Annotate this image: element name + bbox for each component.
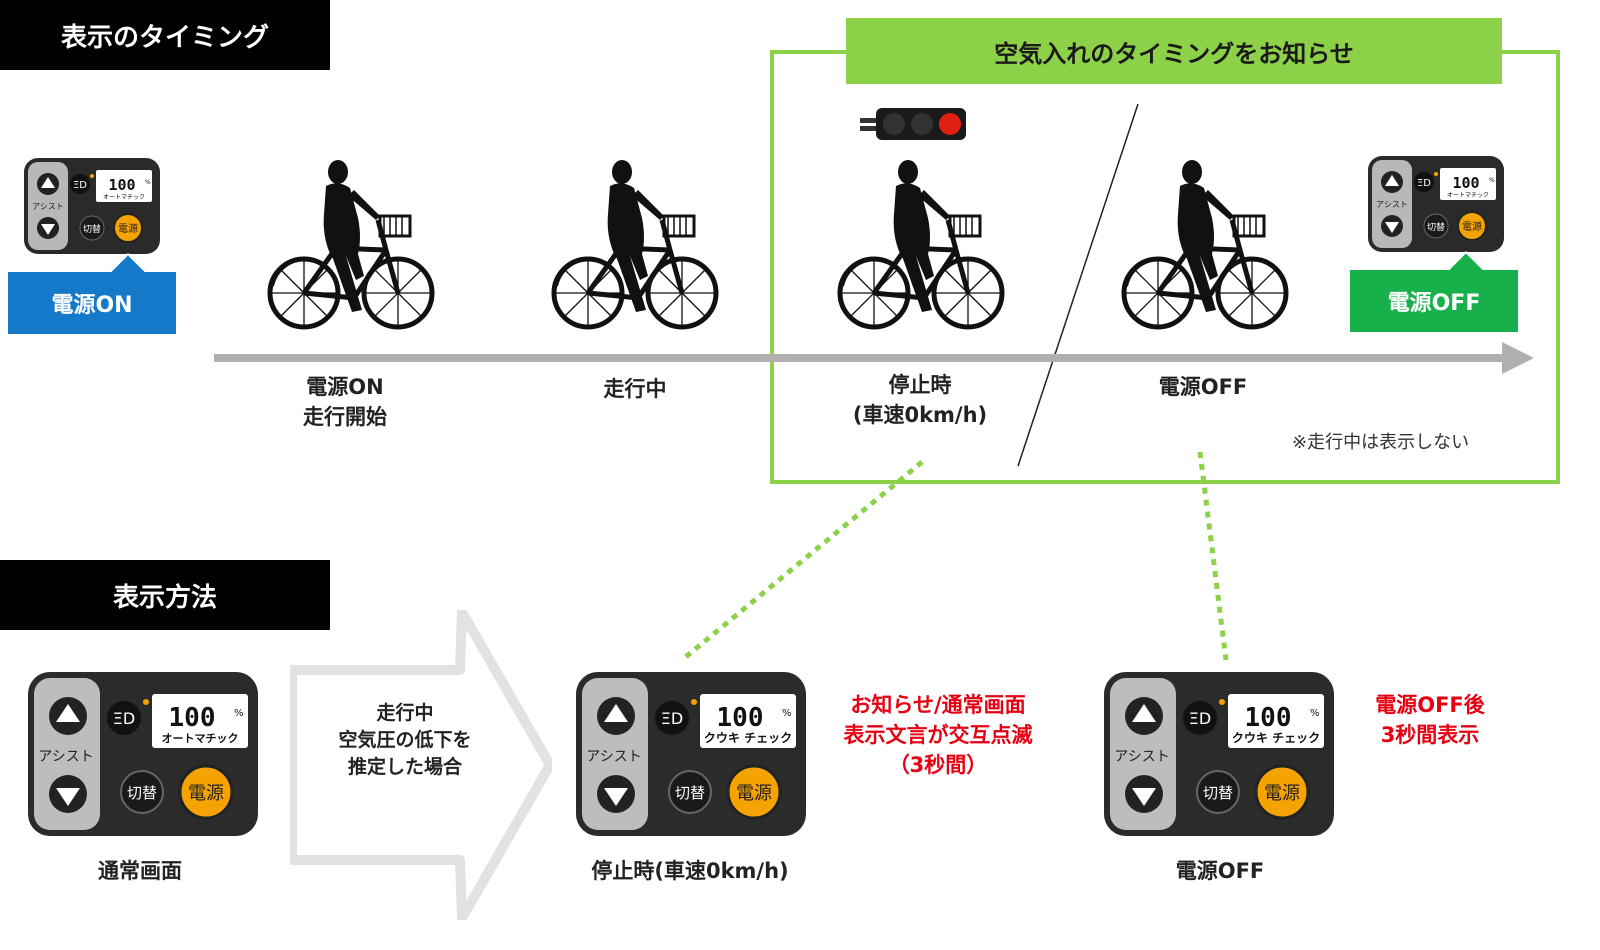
svg-text:切替: 切替 (83, 223, 101, 235)
bicycle-rider-icon (1120, 158, 1290, 333)
red-note-power-off: 電源OFF後 3秒間表示 (1375, 693, 1485, 747)
caption-normal: 通常画面 (98, 859, 182, 883)
device-small-right: アシスト ΞD 100 % オートマチック 切替 電源 (1368, 156, 1504, 252)
device-normal: アシスト ΞD 100 % オートマチック 切替 電源 (28, 672, 258, 836)
svg-text:ΞD: ΞD (113, 709, 135, 728)
svg-text:%: % (782, 708, 792, 719)
down-arrow-icon (41, 224, 55, 235)
chevron-text: 走行中 空気圧の低下を 推定した場合 (338, 702, 472, 778)
caption-power-off: 電源OFF (1175, 859, 1265, 883)
device-power-off: アシスト ΞD 100 % クウキ チェック 切替 電源 (1104, 672, 1334, 836)
up-arrow-icon (41, 177, 55, 188)
section-title: 表示方法 (112, 582, 217, 613)
svg-text:ΞD: ΞD (661, 709, 683, 728)
bicycle-rider-icon (266, 158, 436, 333)
timeline-arrow (214, 342, 1534, 374)
svg-text:100: 100 (1245, 703, 1292, 733)
svg-text:電源: 電源 (1264, 783, 1300, 804)
callout-pointer (1446, 251, 1486, 272)
svg-text:%: % (1310, 708, 1320, 719)
dotted-connector (680, 451, 1229, 662)
svg-text:切替: 切替 (675, 784, 705, 802)
svg-text:100: 100 (1452, 174, 1479, 192)
svg-text:アシスト: アシスト (1376, 200, 1408, 209)
note-text: ※走行中は表示しない (1292, 432, 1470, 453)
svg-text:アシスト: アシスト (1114, 749, 1169, 765)
svg-text:切替: 切替 (127, 784, 157, 802)
bicycle-rider-icon (836, 158, 1006, 333)
svg-text:クウキ チェック: クウキ チェック (1232, 731, 1320, 745)
notice-banner: 空気入れのタイミングをお知らせ (846, 18, 1502, 84)
section-header-method: 表示方法 (0, 560, 330, 630)
caption-stopped: 停止時(車速0km/h) (591, 859, 789, 883)
power-on-label: 電源ON (51, 293, 133, 318)
svg-text:%: % (234, 708, 244, 719)
svg-text:オートマチック: オートマチック (103, 194, 145, 201)
power-off-label: 電源OFF (1387, 291, 1481, 316)
timeline-label-riding: 走行中 (603, 377, 667, 401)
timeline-label-power-off: 電源OFF (1158, 375, 1248, 399)
svg-text:100: 100 (717, 703, 764, 733)
section-title: 表示のタイミング (60, 22, 269, 53)
svg-text:ΞD: ΞD (1189, 709, 1211, 728)
svg-text:ΞD: ΞD (1417, 178, 1431, 189)
svg-text:アシスト: アシスト (38, 749, 93, 765)
device-small-left: アシスト ΞD 100 % オートマチック 切替 電源 (24, 158, 160, 254)
svg-text:100: 100 (169, 703, 216, 733)
bicycle-rider-icon (550, 158, 720, 333)
traffic-light-icon (860, 108, 966, 140)
timeline-label-stopped: 停止時 (車速0km/h) (852, 373, 988, 427)
power-off-box: 電源OFF (1350, 270, 1518, 332)
svg-text:切替: 切替 (1427, 221, 1445, 233)
arrow-right-icon (290, 610, 552, 920)
svg-text:オートマチック: オートマチック (1447, 192, 1489, 199)
svg-text:電源: 電源 (736, 783, 772, 804)
svg-text:100: 100 (108, 176, 135, 194)
svg-text:%: % (1489, 177, 1495, 184)
divider-line (1017, 103, 1139, 467)
svg-text:%: % (145, 179, 151, 186)
device-stopped: アシスト ΞD 100 % クウキ チェック 切替 電源 (576, 672, 806, 836)
notice-banner-text: 空気入れのタイミングをお知らせ (994, 39, 1354, 68)
svg-text:電源: 電源 (118, 222, 138, 235)
red-note-stopped: お知らせ/通常画面 表示文言が交互点滅 （3秒間） (843, 693, 1033, 777)
svg-text:電源: 電源 (1462, 220, 1482, 233)
svg-text:アシスト: アシスト (586, 749, 641, 765)
callout-pointer (108, 253, 148, 274)
svg-text:ΞD: ΞD (73, 180, 87, 191)
section-header-timing: 表示のタイミング (0, 0, 330, 70)
svg-text:アシスト: アシスト (32, 202, 64, 211)
power-on-box: 電源ON (8, 272, 176, 334)
svg-text:電源: 電源 (188, 783, 224, 804)
timeline-label-start: 電源ON 走行開始 (303, 375, 387, 429)
svg-text:クウキ チェック: クウキ チェック (704, 731, 792, 745)
svg-text:オートマチック: オートマチック (162, 732, 239, 745)
svg-text:切替: 切替 (1203, 784, 1233, 802)
